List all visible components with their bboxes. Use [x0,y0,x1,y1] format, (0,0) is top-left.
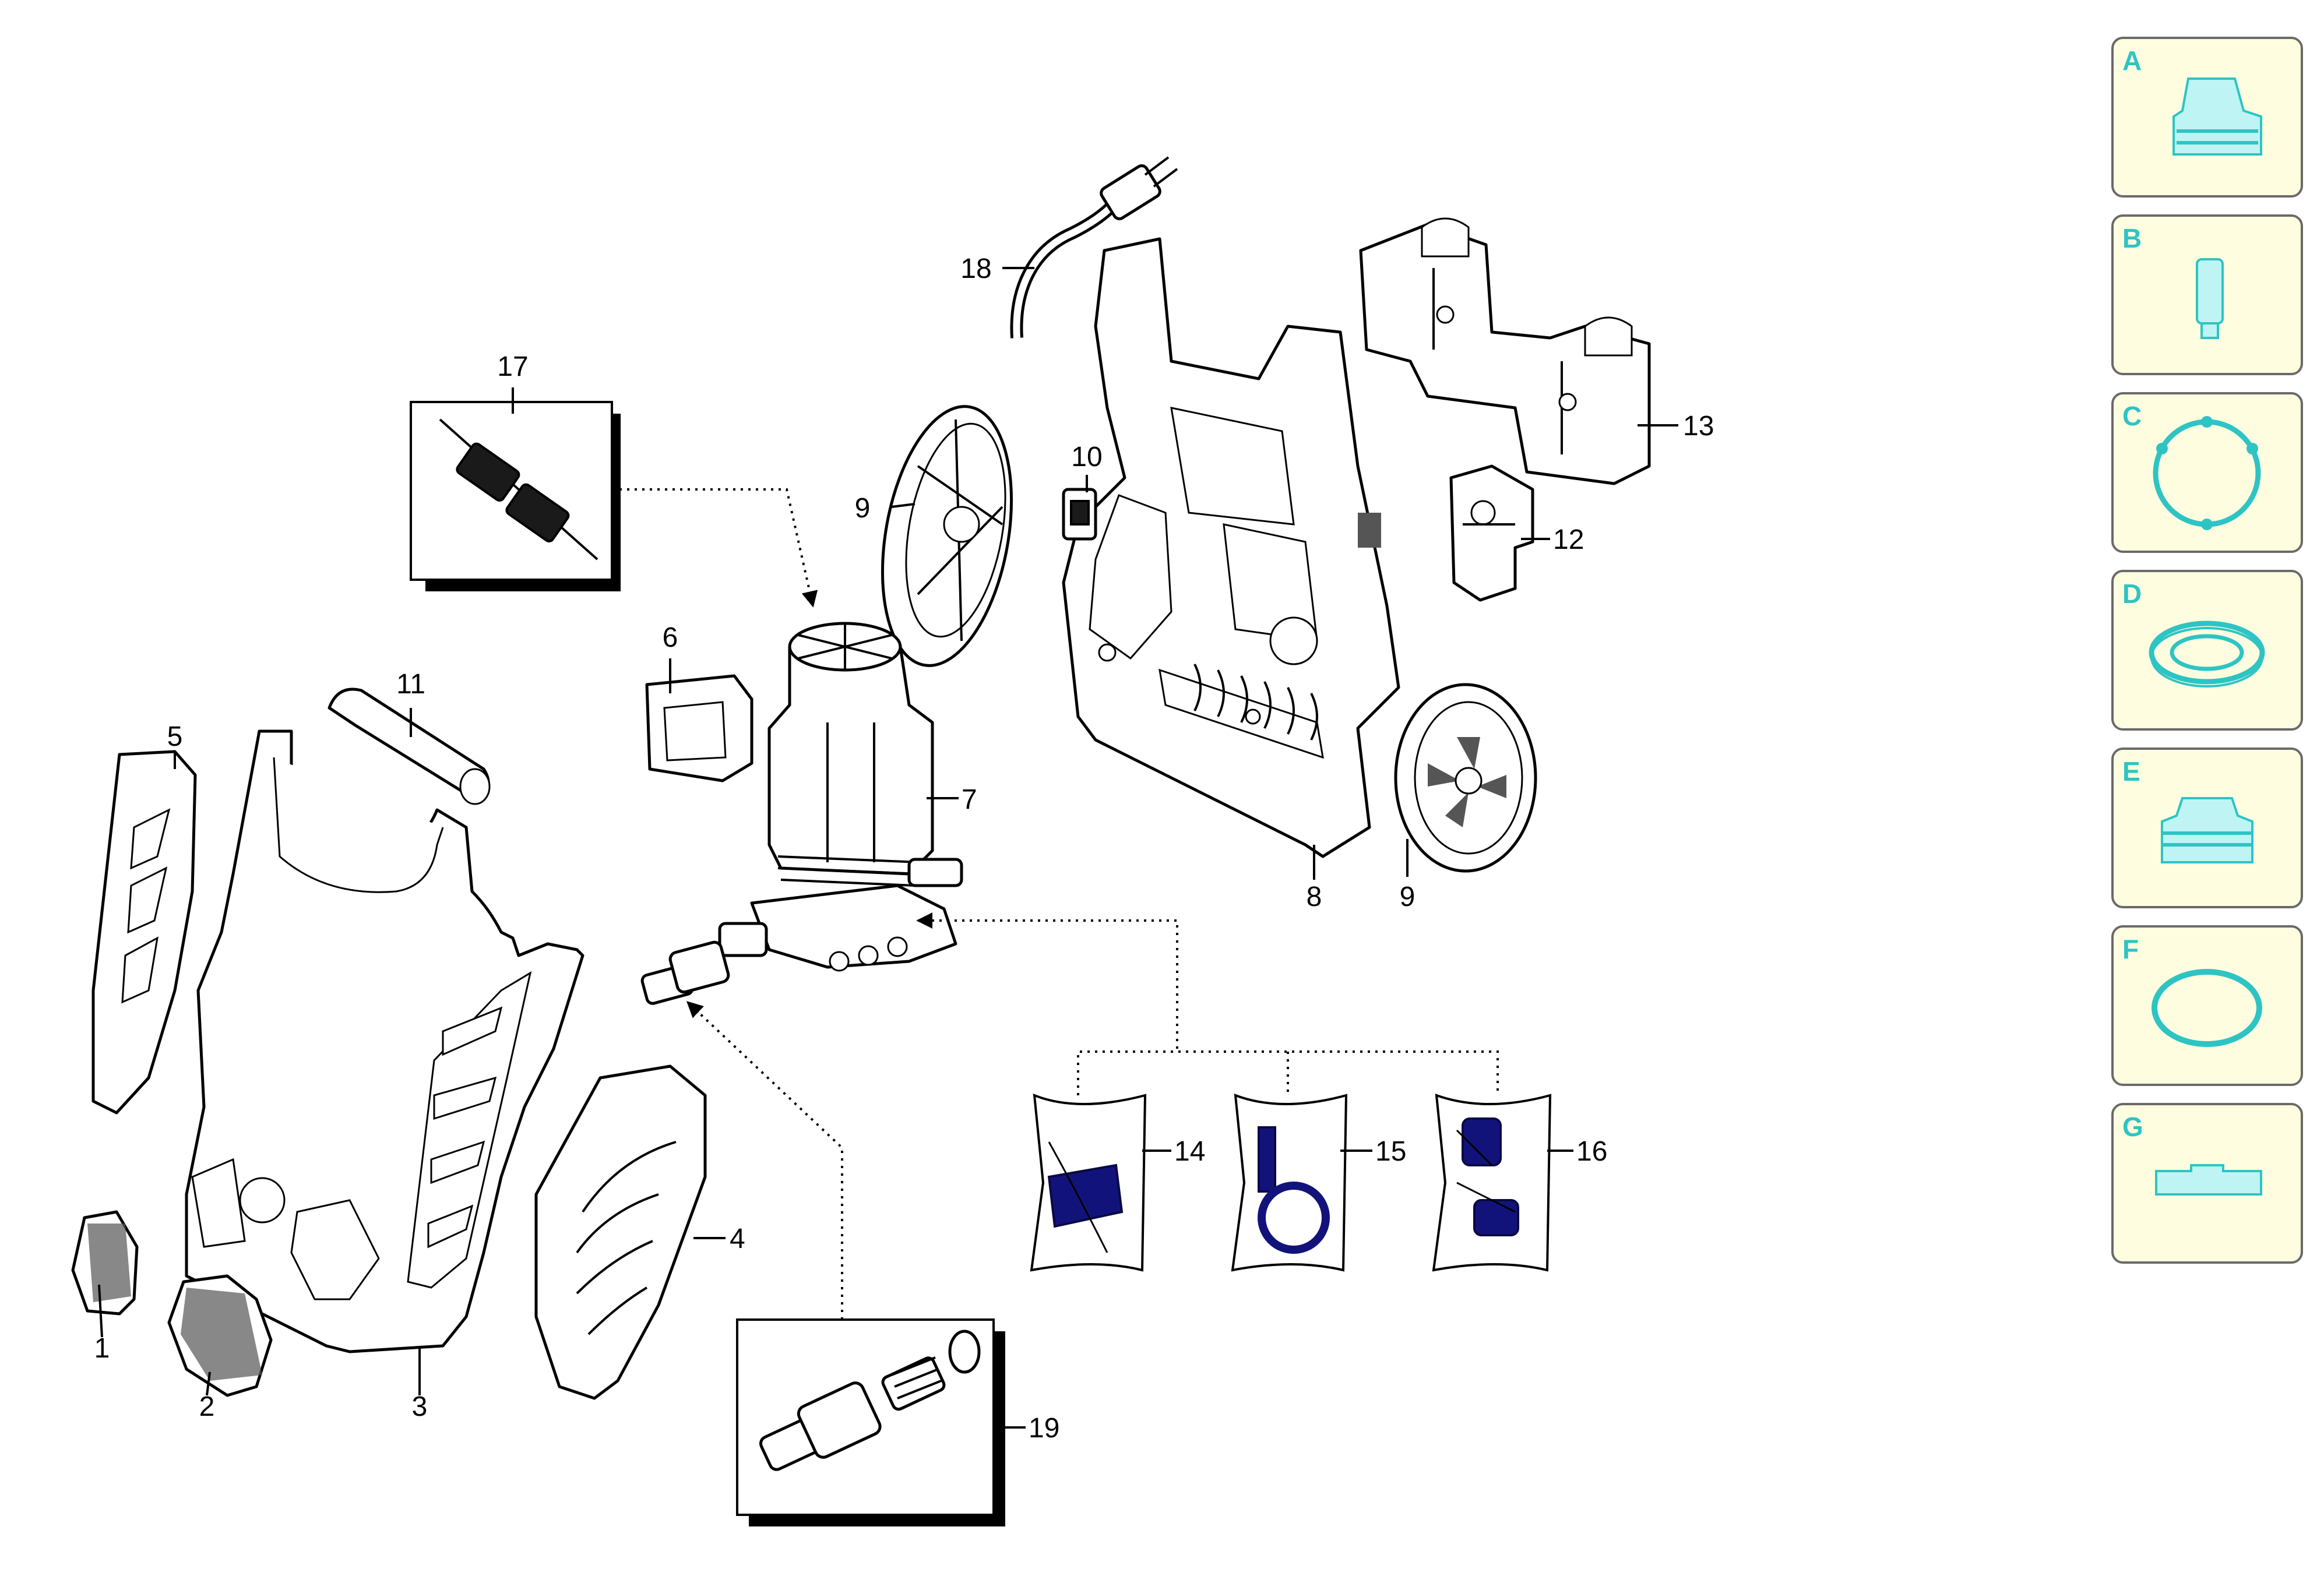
valve-cap-icon [2161,797,2253,863]
part-wheel-right [1394,683,1537,873]
part-hook [1449,464,1534,602]
legend-tile-a[interactable]: A [2111,37,2303,198]
bracket-icon [2155,1164,2262,1196]
part-terminal-box [645,674,753,782]
callout-3: 3 [412,1391,428,1422]
part-kit-bag-16 [1432,1094,1552,1272]
o-ring-icon [2152,969,2262,1047]
filter-cartridge-icon [2196,258,2224,339]
leader-lines [98,267,1678,1429]
part-side-cover-right [534,1064,707,1400]
legend-tile-f[interactable]: F [2111,925,2303,1086]
tile-letter-c: C [2122,401,2142,431]
part-kit-bag-14 [1030,1093,1147,1272]
part-handle-grip [328,687,491,805]
legend-tile-b[interactable]: B [2111,214,2303,375]
legend-tile-d[interactable]: D [2111,570,2303,731]
tile-letter-f: F [2122,934,2139,964]
part-inlet-connector [640,940,730,1005]
callout-4: 4 [730,1224,745,1254]
tile-letter-g: G [2122,1112,2143,1142]
part-kit-bag-15 [1231,1093,1348,1272]
tile-letter-d: D [2122,579,2142,609]
part-hose-holder [1359,217,1651,485]
callout-9-lower: 9 [1400,882,1415,912]
callout-11: 11 [396,669,425,700]
tile-letter-b: B [2122,223,2142,253]
callout-12: 12 [1553,524,1584,555]
part-switch [1062,488,1097,541]
callout-17: 17 [497,351,528,382]
part-carbon-brushes-box [410,401,621,591]
part-housing [185,729,584,1353]
callout-18: 18 [960,253,991,284]
callout-14: 14 [1174,1136,1205,1167]
part-power-cord [1010,156,1178,339]
seal-ring-icon [2149,620,2265,687]
legend-tiles: A B C D [2111,37,2303,1264]
frame-ribs [1193,664,1318,741]
callout-9-upper: 9 [855,493,871,524]
tile-letter-a: A [2122,45,2142,76]
callout-2: 2 [199,1391,215,1422]
callout-19: 19 [1029,1413,1059,1444]
callout-6: 6 [663,622,678,653]
callout-7: 7 [962,784,977,815]
callout-16: 16 [1576,1136,1607,1167]
dotted-connectors [612,488,1499,1320]
part-side-cover-left [91,750,197,1115]
legend-tile-c[interactable]: C [2111,392,2303,553]
gasket-icon [2153,416,2261,530]
part-wheel-left [881,405,1013,667]
part-chassis-frame [1062,237,1400,858]
part-motor-pump [718,622,963,972]
callout-13: 13 [1683,411,1714,442]
callout-1: 1 [94,1333,110,1364]
legend-tile-g[interactable]: G [2111,1103,2303,1264]
part-grille-small [71,1210,139,1316]
callout-15: 15 [1375,1136,1406,1167]
callout-labels: 1 2 3 4 5 6 7 8 9 9 10 11 12 13 14 15 16… [94,253,1714,1444]
callout-5: 5 [167,721,183,752]
legend-tile-e[interactable]: E [2111,748,2303,908]
motor-windings [777,855,921,887]
callout-8: 8 [1307,882,1322,912]
tile-letter-e: E [2122,756,2140,787]
part-inlet-filter-box [736,1318,1005,1526]
part-grille-large [167,1274,273,1397]
callout-10: 10 [1071,442,1102,473]
coupling-icon [2172,77,2262,156]
